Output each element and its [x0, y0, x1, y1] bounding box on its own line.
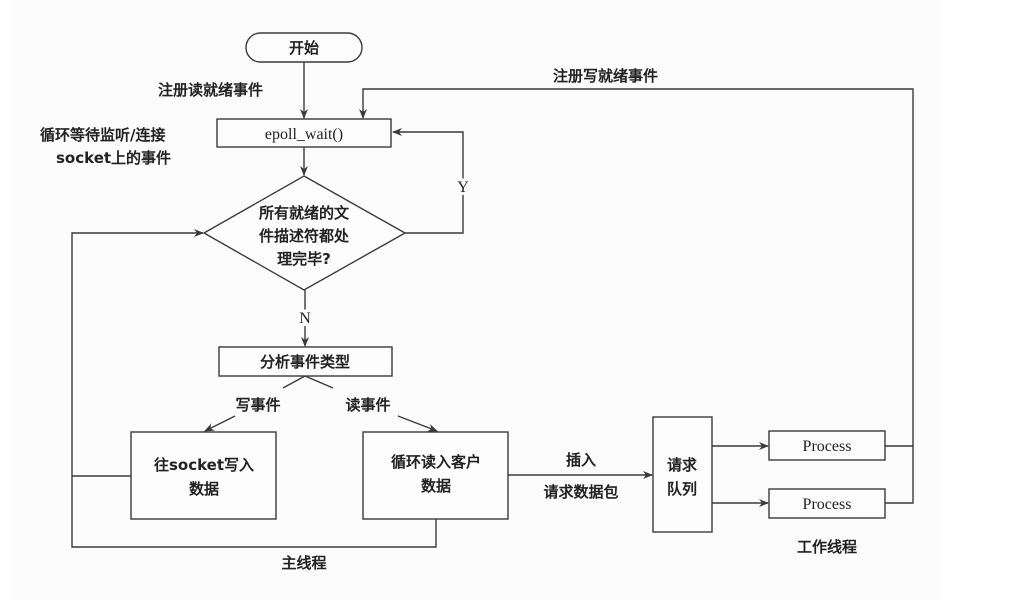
decision-node: 所有就绪的文 件描述符都处 理完毕?: [202, 175, 407, 291]
edge-register-write-loop: [359, 88, 914, 504]
read-client-line-2: 数据: [421, 477, 451, 495]
write-socket-line-2: 数据: [189, 480, 219, 498]
process-node-2: Process: [768, 488, 886, 519]
start-node: 开始: [245, 32, 363, 63]
edge-decision-yes-loop: [392, 128, 464, 234]
request-queue-line-2: 队列: [667, 480, 697, 498]
process-node-1: Process: [768, 430, 886, 461]
epoll-wait-label: epoll_wait(): [265, 126, 343, 143]
insert-label-line-2: 请求数据包: [543, 483, 618, 501]
write-event-label: 写事件: [235, 396, 280, 414]
loop-wait-label-line-1: 循环等待监听/连接: [40, 126, 165, 144]
write-socket-line-1: 往socket写入: [154, 456, 254, 474]
no-label: N: [299, 310, 311, 327]
request-queue-node: 请求 队列: [652, 416, 713, 533]
register-read-label: 注册读就绪事件: [158, 81, 263, 99]
process-2-label: Process: [803, 496, 852, 513]
decision-line-2: 件描述符都处: [259, 227, 350, 245]
decision-line-1: 所有就绪的文: [259, 204, 350, 222]
edge-analyze-branch-left: [282, 375, 306, 389]
start-label: 开始: [289, 39, 319, 57]
worker-threads-label: 工作线程: [797, 538, 857, 556]
read-event-label: 读事件: [345, 396, 390, 414]
edge-to-write-box: [204, 415, 236, 432]
read-client-node: 循环读入客户 数据: [362, 431, 509, 520]
decision-line-3: 理完毕?: [277, 250, 331, 268]
analyze-event-label: 分析事件类型: [260, 353, 350, 371]
write-socket-node: 往socket写入 数据: [130, 431, 277, 520]
request-queue-line-1: 请求: [667, 456, 698, 474]
analyze-event-node: 分析事件类型: [218, 346, 393, 377]
loop-wait-label-line-2: socket上的事件: [56, 149, 171, 167]
edge-analyze-branch-right: [304, 375, 334, 389]
epoll-wait-node: epoll_wait(): [216, 118, 392, 148]
edge-to-read-box: [397, 415, 438, 432]
main-thread-label: 主线程: [281, 554, 326, 572]
process-1-label: Process: [803, 438, 852, 455]
insert-label-line-1: 插入: [566, 451, 596, 469]
register-write-label: 注册写就绪事件: [553, 67, 658, 85]
yes-label: Y: [457, 179, 469, 196]
read-client-line-1: 循环读入客户: [391, 453, 481, 471]
edge-main-loop: [71, 229, 437, 548]
